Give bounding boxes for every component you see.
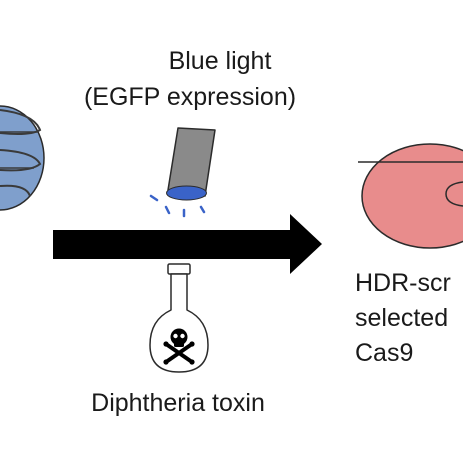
blue-light-label: Blue light: [168, 47, 272, 75]
lamp-icon: [166, 127, 216, 201]
cell-dish-icon: [0, 105, 45, 211]
right-arrow-icon: [53, 214, 322, 274]
diphtheria-toxin-label: Diphtheria toxin: [91, 389, 265, 417]
blue-light-rays-icon: [149, 194, 206, 218]
hdr-label-line-2: selected: [355, 304, 449, 332]
hdr-label-line-3: Cas9: [355, 339, 414, 367]
culture-dish-icon: [358, 143, 463, 249]
poison-flask-icon: [149, 263, 209, 373]
egfp-expression-label: (EGFP expression): [83, 83, 297, 111]
hdr-label-line-1: HDR-scr: [355, 269, 451, 297]
skull-icon: [163, 328, 195, 365]
